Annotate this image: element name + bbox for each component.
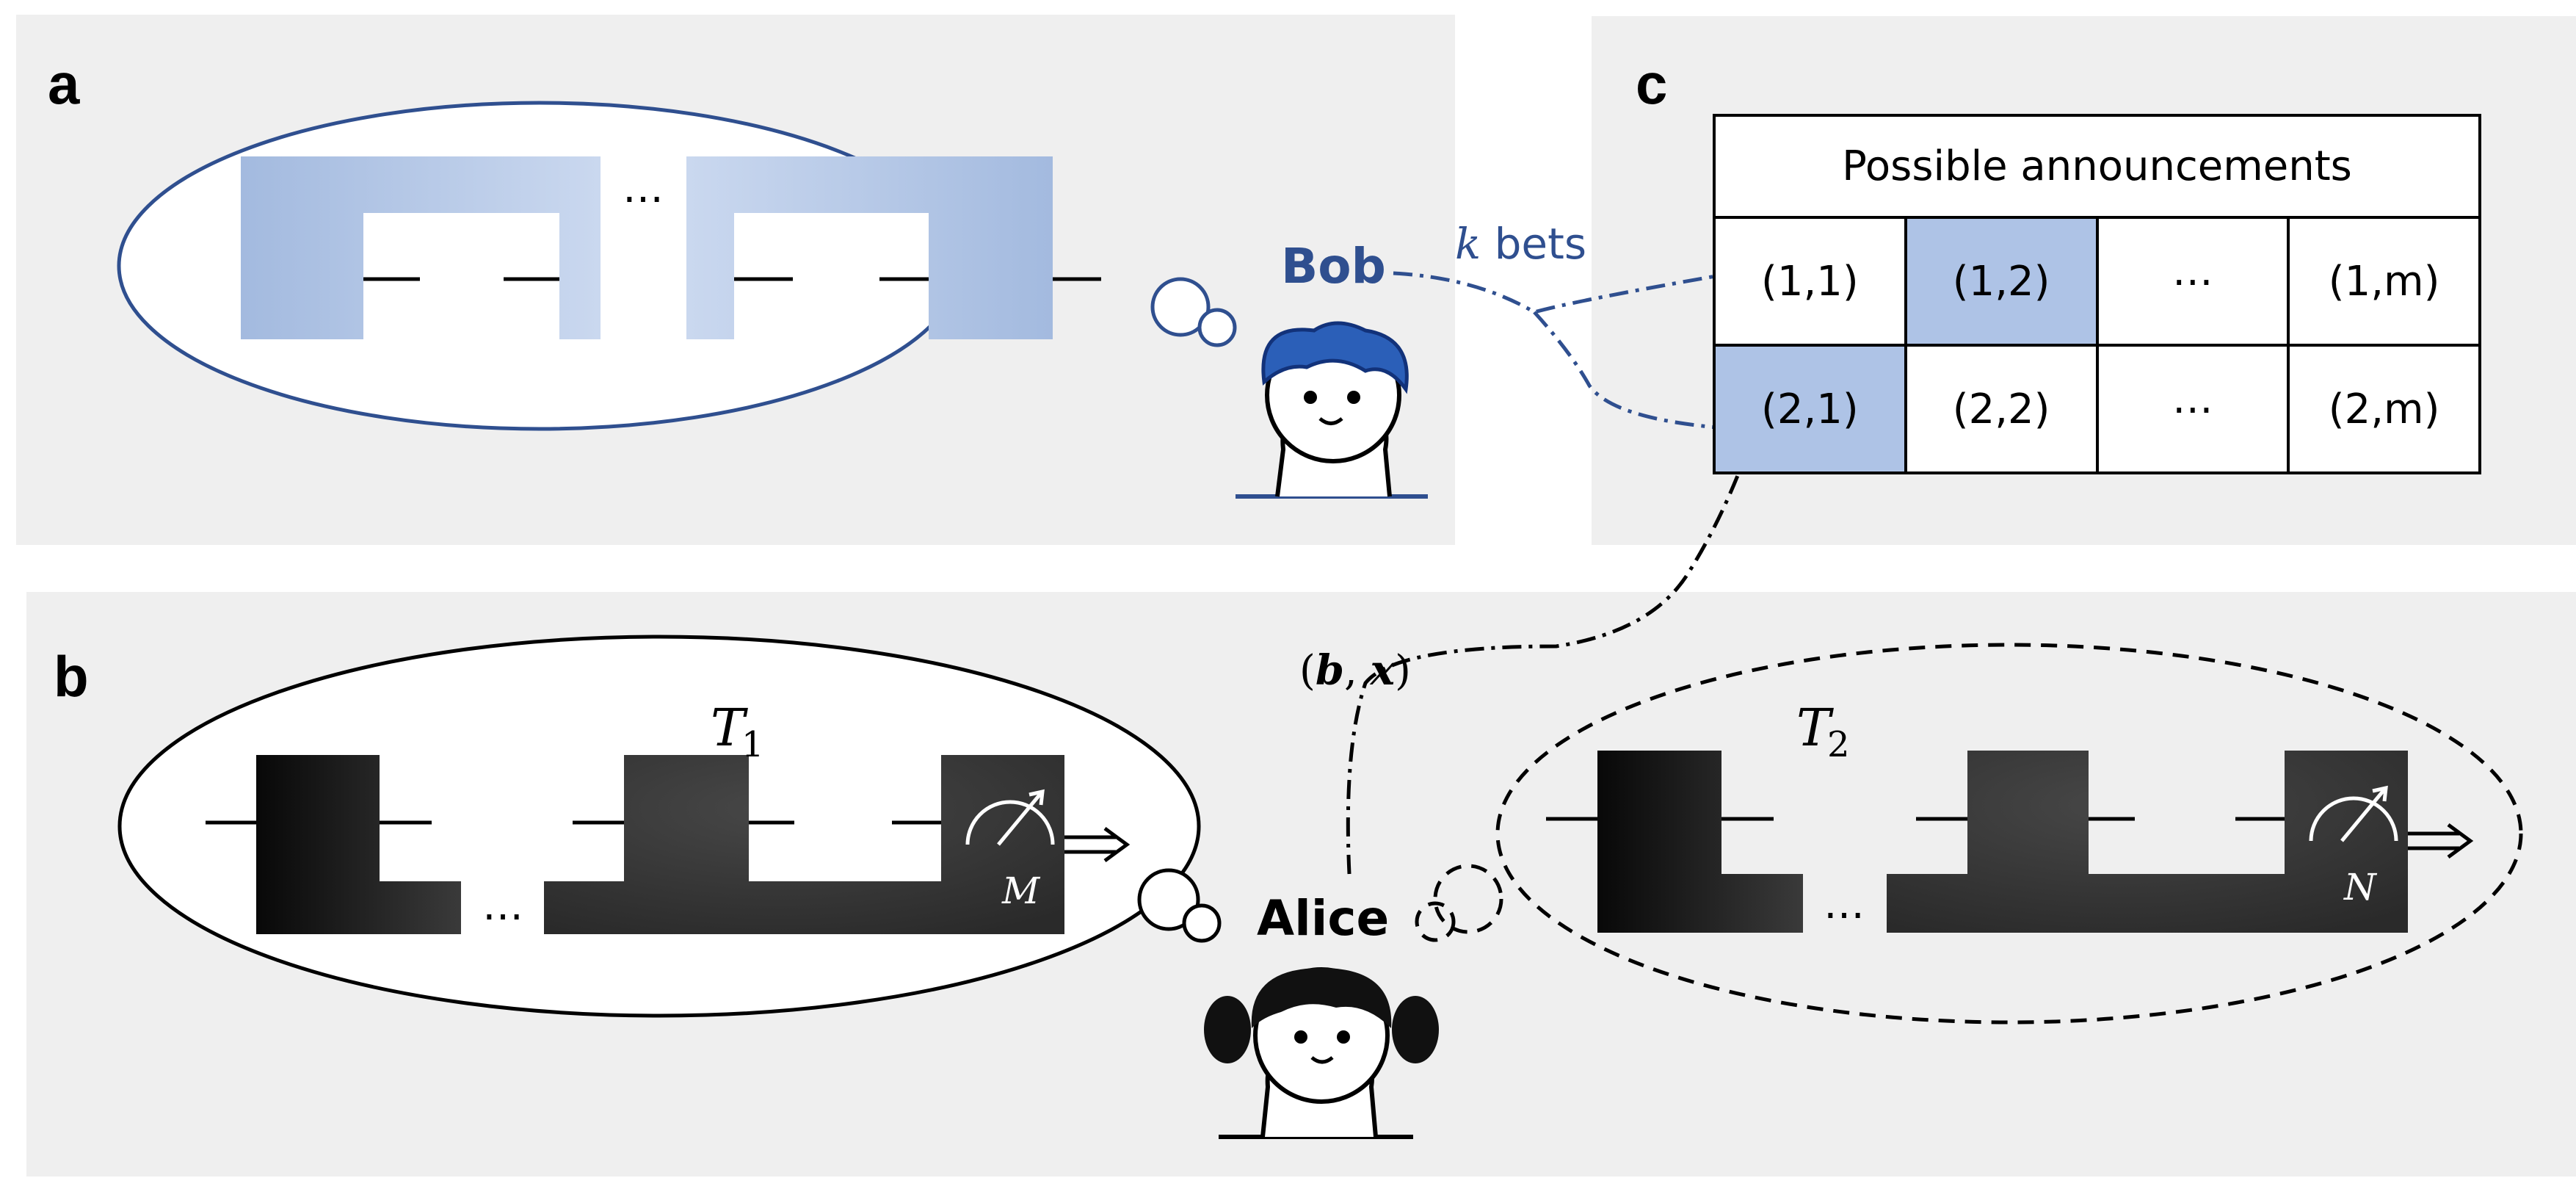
t2-label: T 2 bbox=[1796, 698, 1850, 765]
t1-block-dots: … bbox=[482, 882, 523, 930]
bx-label: (b, x) bbox=[1299, 646, 1411, 695]
bob-bet-arrows bbox=[1393, 239, 1938, 430]
table-row: (1,1) (1,2) ⋯ (1,m) bbox=[1713, 216, 2481, 347]
bets-label: k bets bbox=[1455, 223, 1586, 266]
panel-label-c: c bbox=[1636, 51, 1668, 116]
table-cell: ⋯ bbox=[2095, 216, 2290, 347]
alice-thought-bubble-t2 bbox=[1415, 643, 2523, 1025]
t2-block-dots: … bbox=[1824, 881, 1865, 928]
alice-name: Alice bbox=[1257, 890, 1390, 947]
svg-text:2: 2 bbox=[1827, 724, 1850, 765]
bob-block-dots: … bbox=[623, 165, 664, 212]
table-cell-highlighted: (2,1) bbox=[1713, 344, 1907, 474]
table-cell: (1,m) bbox=[2287, 216, 2481, 347]
svg-text:(b, x): (b, x) bbox=[1299, 646, 1411, 695]
table-cell: (2,m) bbox=[2287, 344, 2481, 474]
svg-text:T: T bbox=[1796, 698, 1834, 758]
svg-text:1: 1 bbox=[741, 724, 764, 765]
table-header: Possible announcements bbox=[1713, 114, 2481, 219]
table-header-row: Possible announcements bbox=[1713, 114, 2481, 219]
meter-label-m: M bbox=[1001, 870, 1041, 912]
alice-avatar bbox=[1204, 967, 1439, 1139]
bets-text: bets bbox=[1481, 219, 1587, 269]
meter-label-n: N bbox=[2343, 866, 2378, 908]
table-cell: (2,2) bbox=[1904, 344, 2099, 474]
table-cell: ⋯ bbox=[2095, 344, 2290, 474]
panel-label-a: a bbox=[48, 51, 80, 116]
announcements-table: Possible announcements (1,1) (1,2) ⋯ (1,… bbox=[1713, 114, 2481, 474]
t1-comb-blocks bbox=[206, 755, 1131, 934]
panel-label-b: b bbox=[54, 644, 89, 709]
bets-variable: k bbox=[1455, 219, 1481, 269]
table-cell: (1,1) bbox=[1713, 216, 1907, 347]
table-cell-highlighted: (1,2) bbox=[1904, 216, 2099, 347]
table-row: (2,1) (2,2) ⋯ (2,m) bbox=[1713, 344, 2481, 474]
bob-avatar bbox=[1236, 321, 1428, 499]
bob-name: Bob bbox=[1281, 238, 1386, 294]
t1-label: T 1 bbox=[711, 698, 764, 765]
svg-text:T: T bbox=[711, 698, 748, 758]
bob-comb-blocks bbox=[241, 156, 1101, 339]
t2-comb-blocks bbox=[1546, 751, 2474, 933]
